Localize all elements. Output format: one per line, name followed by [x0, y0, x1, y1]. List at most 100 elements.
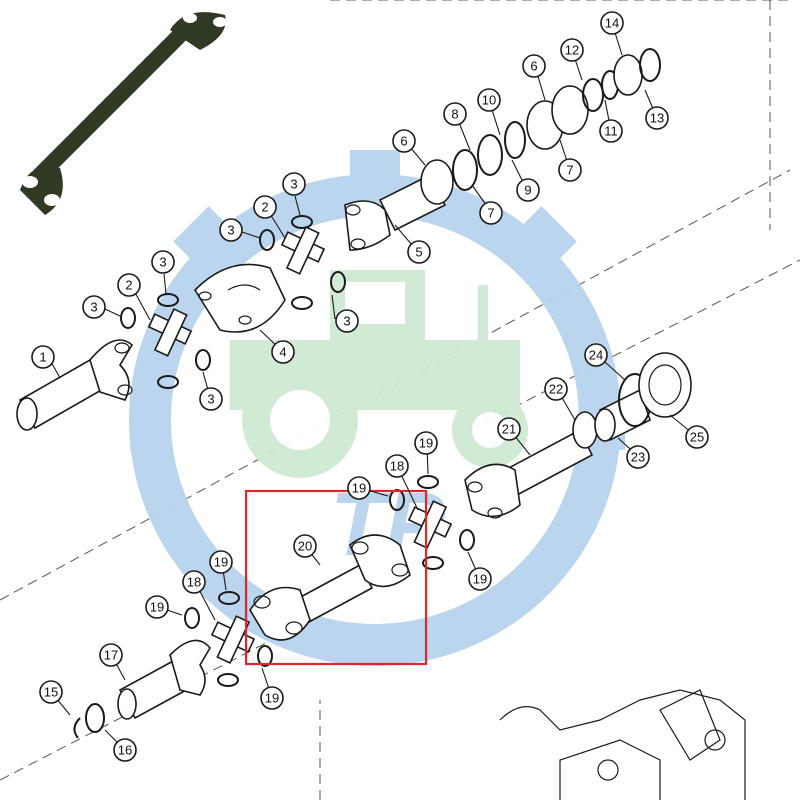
callout-3: 3: [282, 172, 306, 196]
part-16-ring: [85, 703, 105, 733]
callout-19: 19: [414, 431, 438, 455]
callout-25: 25: [685, 425, 709, 449]
svg-text:7: 7: [566, 163, 573, 178]
callout-9: 9: [516, 178, 540, 202]
part-21-yoke-shaft: [464, 428, 594, 519]
callout-16: 16: [113, 738, 137, 762]
svg-text:19: 19: [150, 600, 164, 615]
callout-1: 1: [31, 345, 55, 369]
svg-text:13: 13: [650, 111, 664, 126]
callout-3: 3: [82, 295, 106, 319]
callout-22: 22: [544, 377, 568, 401]
svg-text:14: 14: [605, 16, 619, 31]
svg-text:2: 2: [125, 278, 132, 293]
callout-23: 23: [626, 445, 650, 469]
bearing-stack-upper: [420, 48, 661, 205]
tractor-icon: [230, 270, 528, 478]
callout-2: 2: [253, 195, 277, 219]
callout-6: 6: [392, 129, 416, 153]
callout-19: 19: [209, 550, 233, 574]
svg-text:19: 19: [473, 572, 487, 587]
svg-text:23: 23: [631, 450, 645, 465]
callout-20: 20: [293, 534, 317, 558]
callout-7: 7: [558, 158, 582, 182]
svg-text:3: 3: [159, 255, 166, 270]
callout-19: 19: [347, 476, 371, 500]
callout-24: 24: [584, 343, 608, 367]
part-23-bushing: [594, 388, 651, 442]
callout-2: 2: [117, 273, 141, 297]
callout-18: 18: [385, 454, 409, 478]
callout-5: 5: [407, 240, 431, 264]
shaft-photo: [20, 12, 227, 215]
svg-text:10: 10: [482, 93, 496, 108]
svg-text:19: 19: [352, 481, 366, 496]
callout-19: 19: [468, 567, 492, 591]
callout-10: 10: [477, 88, 501, 112]
part-19-rings: [184, 475, 475, 687]
part-2-cross-top: [280, 226, 326, 275]
callout-7: 7: [479, 201, 503, 225]
part-18-cross-left: [210, 615, 256, 664]
callout-15: 15: [39, 680, 63, 704]
svg-text:7: 7: [487, 206, 494, 221]
callout-3: 3: [219, 218, 243, 242]
callout-11: 11: [599, 119, 623, 143]
callout-6: 6: [522, 54, 546, 78]
svg-text:15: 15: [44, 685, 58, 700]
svg-text:3: 3: [227, 223, 234, 238]
callout-8: 8: [443, 102, 467, 126]
callout-14: 14: [600, 11, 624, 35]
svg-text:12: 12: [565, 43, 579, 58]
callout-3: 3: [151, 250, 175, 274]
svg-text:19: 19: [214, 555, 228, 570]
part-15-circlip: [73, 717, 81, 739]
svg-text:3: 3: [90, 300, 97, 315]
part-4-coupling: [193, 263, 286, 333]
svg-text:16: 16: [118, 743, 132, 758]
callout-12: 12: [560, 38, 584, 62]
callout-21: 21: [497, 417, 521, 441]
callout-4: 4: [271, 340, 295, 364]
part-22-collar: [572, 411, 598, 449]
svg-text:20: 20: [298, 539, 312, 554]
callout-3: 3: [335, 309, 359, 333]
svg-text:19: 19: [419, 436, 433, 451]
svg-text:18: 18: [187, 575, 201, 590]
svg-text:5: 5: [415, 245, 422, 260]
svg-text:8: 8: [451, 107, 458, 122]
part-2-cross-left: [147, 308, 193, 357]
housing: [499, 689, 746, 800]
svg-text:24: 24: [589, 348, 603, 363]
svg-text:21: 21: [502, 422, 516, 437]
svg-text:2: 2: [261, 200, 268, 215]
svg-text:3: 3: [207, 392, 214, 407]
svg-text:3: 3: [290, 177, 297, 192]
callout-19: 19: [145, 595, 169, 619]
part-20-shaft: [249, 534, 411, 641]
svg-text:25: 25: [690, 430, 704, 445]
svg-text:3: 3: [343, 314, 350, 329]
callout-18: 18: [182, 570, 206, 594]
svg-text:19: 19: [265, 691, 279, 706]
svg-text:22: 22: [549, 382, 563, 397]
part-17-yoke: [117, 639, 211, 720]
svg-text:9: 9: [524, 183, 531, 198]
svg-text:4: 4: [279, 345, 286, 360]
callout-3: 3: [199, 387, 223, 411]
part-1-yoke: [16, 339, 134, 431]
svg-text:11: 11: [604, 124, 618, 139]
svg-text:18: 18: [390, 459, 404, 474]
highlight-box: [244, 489, 428, 666]
svg-text:6: 6: [530, 59, 537, 74]
callout-13: 13: [645, 106, 669, 130]
svg-text:6: 6: [400, 134, 407, 149]
callout-19: 19: [260, 686, 284, 710]
part-25-gear: [638, 352, 692, 418]
callout-17: 17: [99, 643, 123, 667]
svg-text:1: 1: [39, 350, 46, 365]
svg-text:17: 17: [104, 648, 118, 663]
part-3-rings: [120, 215, 346, 389]
